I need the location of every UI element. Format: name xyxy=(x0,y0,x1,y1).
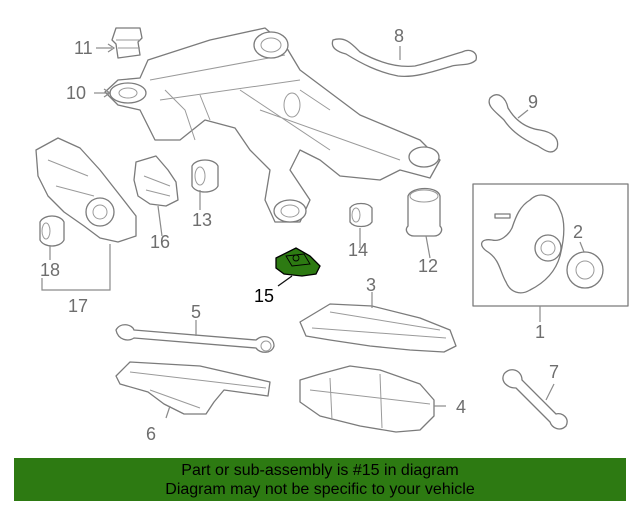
callout-2: 2 xyxy=(573,222,583,242)
callout-18: 18 xyxy=(40,260,60,280)
callout-16: 16 xyxy=(150,232,170,252)
callout-8: 8 xyxy=(394,26,404,46)
part-14-bushing xyxy=(349,202,373,228)
part-6-panel xyxy=(115,361,271,415)
part-9-link xyxy=(488,94,559,153)
part-12-mount xyxy=(405,187,443,237)
banner-line-1: Part or sub-assembly is #15 in diagram xyxy=(181,461,459,479)
part-4-cover xyxy=(299,365,435,433)
part-7-link xyxy=(502,369,568,430)
part-18-bushing xyxy=(39,215,65,247)
callout-9: 9 xyxy=(528,92,538,112)
callout-3: 3 xyxy=(366,275,376,295)
banner-line-2: Diagram may not be specific to your vehi… xyxy=(165,480,475,498)
callout-13: 13 xyxy=(192,210,212,230)
part-5-rod xyxy=(115,324,275,353)
callout-10: 10 xyxy=(66,83,86,103)
leader-lines xyxy=(41,43,585,419)
part-15-highlighted xyxy=(275,247,321,277)
part-16-bracket xyxy=(133,155,179,207)
part-8-control-arm xyxy=(331,38,477,78)
callout-15: 15 xyxy=(254,286,274,306)
callout-labels: 1 2 3 4 5 6 7 8 9 10 11 12 13 14 15 16 1… xyxy=(40,26,583,444)
part-3-arm xyxy=(299,303,457,353)
part-11-bushing xyxy=(111,27,143,59)
subframe xyxy=(104,27,441,223)
callout-6: 6 xyxy=(146,424,156,444)
part-13-bushing xyxy=(191,159,219,193)
callout-4: 4 xyxy=(456,397,466,417)
callout-11: 11 xyxy=(74,38,93,58)
info-banner: Part or sub-assembly is #15 in diagram D… xyxy=(14,458,626,501)
callout-17: 17 xyxy=(68,296,88,316)
part-17-housing xyxy=(35,137,137,243)
parts-diagram: 1 2 3 4 5 6 7 8 9 10 11 12 13 14 15 16 1… xyxy=(35,26,629,444)
callout-7: 7 xyxy=(549,362,559,382)
callout-1: 1 xyxy=(535,322,545,342)
part-10-mount xyxy=(109,82,147,104)
knuckle-assembly-box xyxy=(472,183,629,307)
callout-14: 14 xyxy=(348,240,368,260)
callout-5: 5 xyxy=(191,302,201,322)
callout-12: 12 xyxy=(418,256,438,276)
